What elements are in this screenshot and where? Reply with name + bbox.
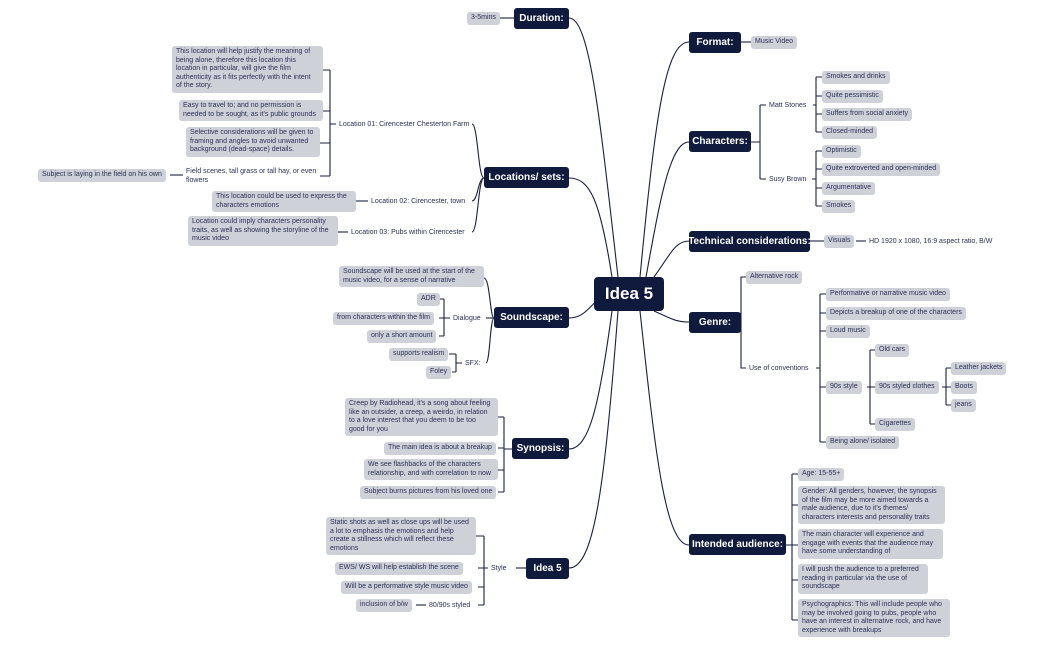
link-style-items [476,535,488,606]
link-dialogue-items [439,298,450,337]
clothes-jeans[interactable]: jeans [951,399,976,412]
90s-styled-clothes[interactable]: 90s styled clothes [875,381,939,394]
topic-technical-considerations[interactable]: Technical considerations: [688,231,811,252]
link-loc3-branch [471,177,485,233]
link-conv-items [816,293,826,443]
style-80-90s[interactable]: 80/90s styled [426,600,474,613]
matt-trait-closed-minded[interactable]: Closed-minded [822,126,878,139]
location-01-note-travel[interactable]: Easy to travel to; and no permission is … [179,100,323,121]
link-susy-traits [812,150,822,207]
link-format [639,41,690,278]
link-synopsis-items [498,416,512,493]
link-90s-items [867,349,875,425]
sfx-supports-realism[interactable]: supports realism [389,348,449,361]
link-sound-sfx [485,317,495,364]
susy-trait-optimistic[interactable]: Optimistic [822,145,861,158]
link-genre-branch [740,276,746,369]
central-topic[interactable]: Idea 5 [594,277,664,311]
topic-format[interactable]: Format: [689,32,741,53]
clothes-leather-jackets[interactable]: Leather jackets [951,362,1007,375]
link-idea5 [568,310,619,569]
link-audience [639,310,690,546]
location-02[interactable]: Location 02: Cirencester, town [368,196,469,209]
location-01-note-meaning[interactable]: This location will help justify the mean… [172,46,323,93]
link-duration [568,17,619,278]
topic-locations[interactable]: Locations/ sets: [484,167,569,188]
link-loc1-notes [320,69,336,177]
link-locations [568,177,613,278]
link-sound-note [483,277,495,319]
style-static-shots[interactable]: Static shots as well as close ups will b… [326,517,476,555]
location-03-note[interactable]: Location could imply characters personal… [188,216,338,246]
topic-intended-audience[interactable]: Intended audience: [689,534,786,555]
style[interactable]: Style [488,563,510,576]
technical-spec[interactable]: HD 1920 x 1080, 16:9 aspect ratio, B/W [866,236,996,249]
link-genre [653,310,690,323]
synopsis-breakup[interactable]: The main idea is about a breakup [384,442,496,455]
90s-cigarettes[interactable]: Cigarettes [875,418,915,431]
synopsis-creep[interactable]: Creep by Radiohead, it's a song about fe… [345,398,498,436]
sfx[interactable]: SFX: [462,358,484,371]
topic-synopsis[interactable]: Synopsis: [512,438,569,459]
genre-alternative-rock[interactable]: Alternative rock [746,271,803,284]
audience-psychographics[interactable]: Psychographics: This will include people… [798,599,950,637]
style-ews-ws[interactable]: EWS/ WS will help establish the scene [335,562,463,575]
synopsis-flashbacks[interactable]: We see flashbacks of the characters rela… [364,459,498,480]
convention-isolated[interactable]: Being alone/ isolated [826,436,899,449]
clothes-boots[interactable]: Boots [951,381,977,394]
convention-loud-music[interactable]: Loud music [826,325,870,338]
soundscape-note[interactable]: Soundscape will be used at the start of … [339,266,484,287]
subject-laying-field[interactable]: Subject is laying in the field on his ow… [38,169,166,182]
link-technical [653,240,690,278]
matt-trait-smokes-drinks[interactable]: Smokes and drinks [822,71,890,84]
location-01[interactable]: Location 01: Cirencester Chesterton Farm [336,119,473,132]
genre-use-of-conventions[interactable]: Use of conventions [746,363,812,376]
susy-trait-smokes[interactable]: Smokes [822,200,856,213]
technical-visuals[interactable]: Visuals [824,235,855,248]
topic-idea-5[interactable]: Idea 5 [526,558,569,579]
audience-preferred-reading[interactable]: I will push the audience to a preferred … [798,564,928,594]
topic-duration[interactable]: Duration: [514,8,569,29]
topic-genre[interactable]: Genre: [689,312,741,333]
sfx-foley[interactable]: Foley [426,366,452,379]
dialogue-from-characters[interactable]: from characters within the film [333,312,434,325]
duration-value[interactable]: 3-5mins [467,12,500,25]
convention-performative[interactable]: Performative or narrative music video [826,288,950,301]
link-audience-items [786,473,798,621]
format-value[interactable]: Music Video [751,36,798,49]
synopsis-burns-pictures[interactable]: Subject burns pictures from his loved on… [360,486,497,499]
convention-90s-style[interactable]: 90s style [826,381,862,394]
convention-breakup[interactable]: Depicts a breakup of one of the characte… [826,307,966,320]
susy-trait-extroverted[interactable]: Quite extroverted and open-minded [822,163,941,176]
link-char-branch [751,104,766,180]
topic-characters[interactable]: Characters: [689,131,751,152]
character-matt-stones[interactable]: Matt Stones [766,100,810,113]
link-loc-branch [471,123,485,179]
style-performative[interactable]: Will be a performative style music video [341,581,472,594]
audience-age[interactable]: Age: 15-55+ [798,468,845,481]
susy-trait-argumentative[interactable]: Argumentative [822,182,876,195]
location-01-note-field[interactable]: Field scenes, tall grass or tall hay, or… [183,166,320,187]
link-clothes-items [942,367,951,406]
link-characters [645,141,690,278]
link-sfx-items [449,353,462,373]
character-susy-brown[interactable]: Susy Brown [766,174,810,187]
link-matt-traits [813,76,822,133]
dialogue-short-amount[interactable]: only a short amount [367,330,437,343]
matt-trait-social-anxiety[interactable]: Suffers from social anxiety [822,108,912,121]
location-02-note[interactable]: This location could be used to express t… [212,191,356,212]
location-03[interactable]: Location 03: Pubs within Cirencester [348,227,468,240]
topic-soundscape[interactable]: Soundscape: [494,307,569,328]
dialogue[interactable]: Dialogue [450,313,484,326]
style-bw[interactable]: inclusion of b/w [356,599,412,612]
audience-gender[interactable]: Gender: All genders, however, the synops… [798,486,945,524]
link-synopsis [568,310,613,450]
location-01-note-framing[interactable]: Selective considerations will be given t… [186,127,320,157]
dialogue-adr[interactable]: ADR [417,293,440,306]
audience-experience[interactable]: The main character will experience and e… [798,529,943,559]
90s-old-cars[interactable]: Old cars [875,344,910,357]
matt-trait-pessimistic[interactable]: Quite pessimistic [822,90,883,103]
